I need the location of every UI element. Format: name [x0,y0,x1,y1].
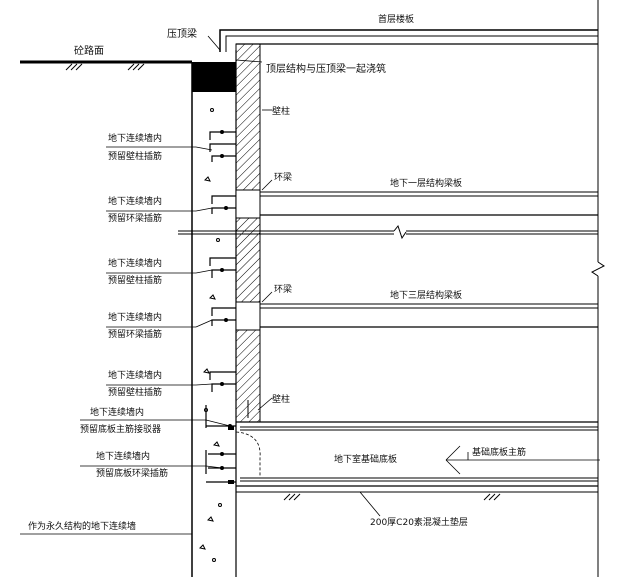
label-embed-col-1-line1: 地下连续墙内 [108,132,162,144]
label-basement-base-slab: 地下室基础底板 [334,453,397,465]
wall-column-hatch [235,43,261,423]
label-embed-col-3-line2: 预留壁柱插筋 [108,386,162,398]
horizontal-break-line [178,224,598,240]
right-break-line [591,0,605,577]
label-ring-beam-2: 环梁 [274,283,292,295]
label-embed-ring-1-line1: 地下连续墙内 [108,195,162,207]
label-embed-ring-2-line1: 地下连续墙内 [108,311,162,323]
diaphragm-wall [191,50,237,577]
label-top-structure-note: 顶层结构与压顶梁一起浇筑 [266,62,386,75]
label-embed-base-ring-line2: 预留底板环梁插筋 [96,467,168,479]
label-embed-col-1-line2: 预留壁柱插筋 [108,150,162,162]
rebar-dots [220,130,234,484]
label-cushion: 200厚C20素混凝土垫层 [370,516,468,528]
label-crown-beam: 压顶梁 [167,27,197,40]
label-embed-ring-2-line2: 预留环梁插筋 [108,328,162,340]
road-surface [20,60,192,71]
leader-lines [20,35,600,535]
cushion-hatch [283,493,501,501]
base-slab [235,421,598,493]
label-wall-column-top: 壁柱 [272,105,290,117]
b3-slab [235,301,598,331]
label-embed-base-main-line1: 地下连续墙内 [90,406,144,418]
label-first-floor-slab: 首层楼板 [378,13,414,25]
label-permanent-wall: 作为永久结构的地下连续墙 [28,520,136,532]
label-embed-base-main-line2: 预留底板主筋接驳器 [80,423,161,435]
crown-beam [192,62,236,92]
label-embed-base-ring-line1: 地下连续墙内 [96,450,150,462]
label-b1-slab: 地下一层结构梁板 [390,177,462,189]
label-ring-beam-1: 环梁 [274,171,292,183]
label-embed-col-2-line1: 地下连续墙内 [108,257,162,269]
label-wall-column-bottom: 壁柱 [272,393,290,405]
label-b3-slab: 地下三层结构梁板 [390,289,462,301]
b1-slab [235,189,598,219]
first-floor-slab [219,29,598,52]
label-embed-col-3-line1: 地下连续墙内 [108,369,162,381]
label-base-main-rebar: 基础底板主筋 [472,446,526,458]
label-embed-ring-1-line2: 预留环梁插筋 [108,212,162,224]
label-embed-col-2-line2: 预留壁柱插筋 [108,274,162,286]
label-road-surface: 砼路面 [74,44,104,57]
bottom-wall-column [247,400,261,418]
